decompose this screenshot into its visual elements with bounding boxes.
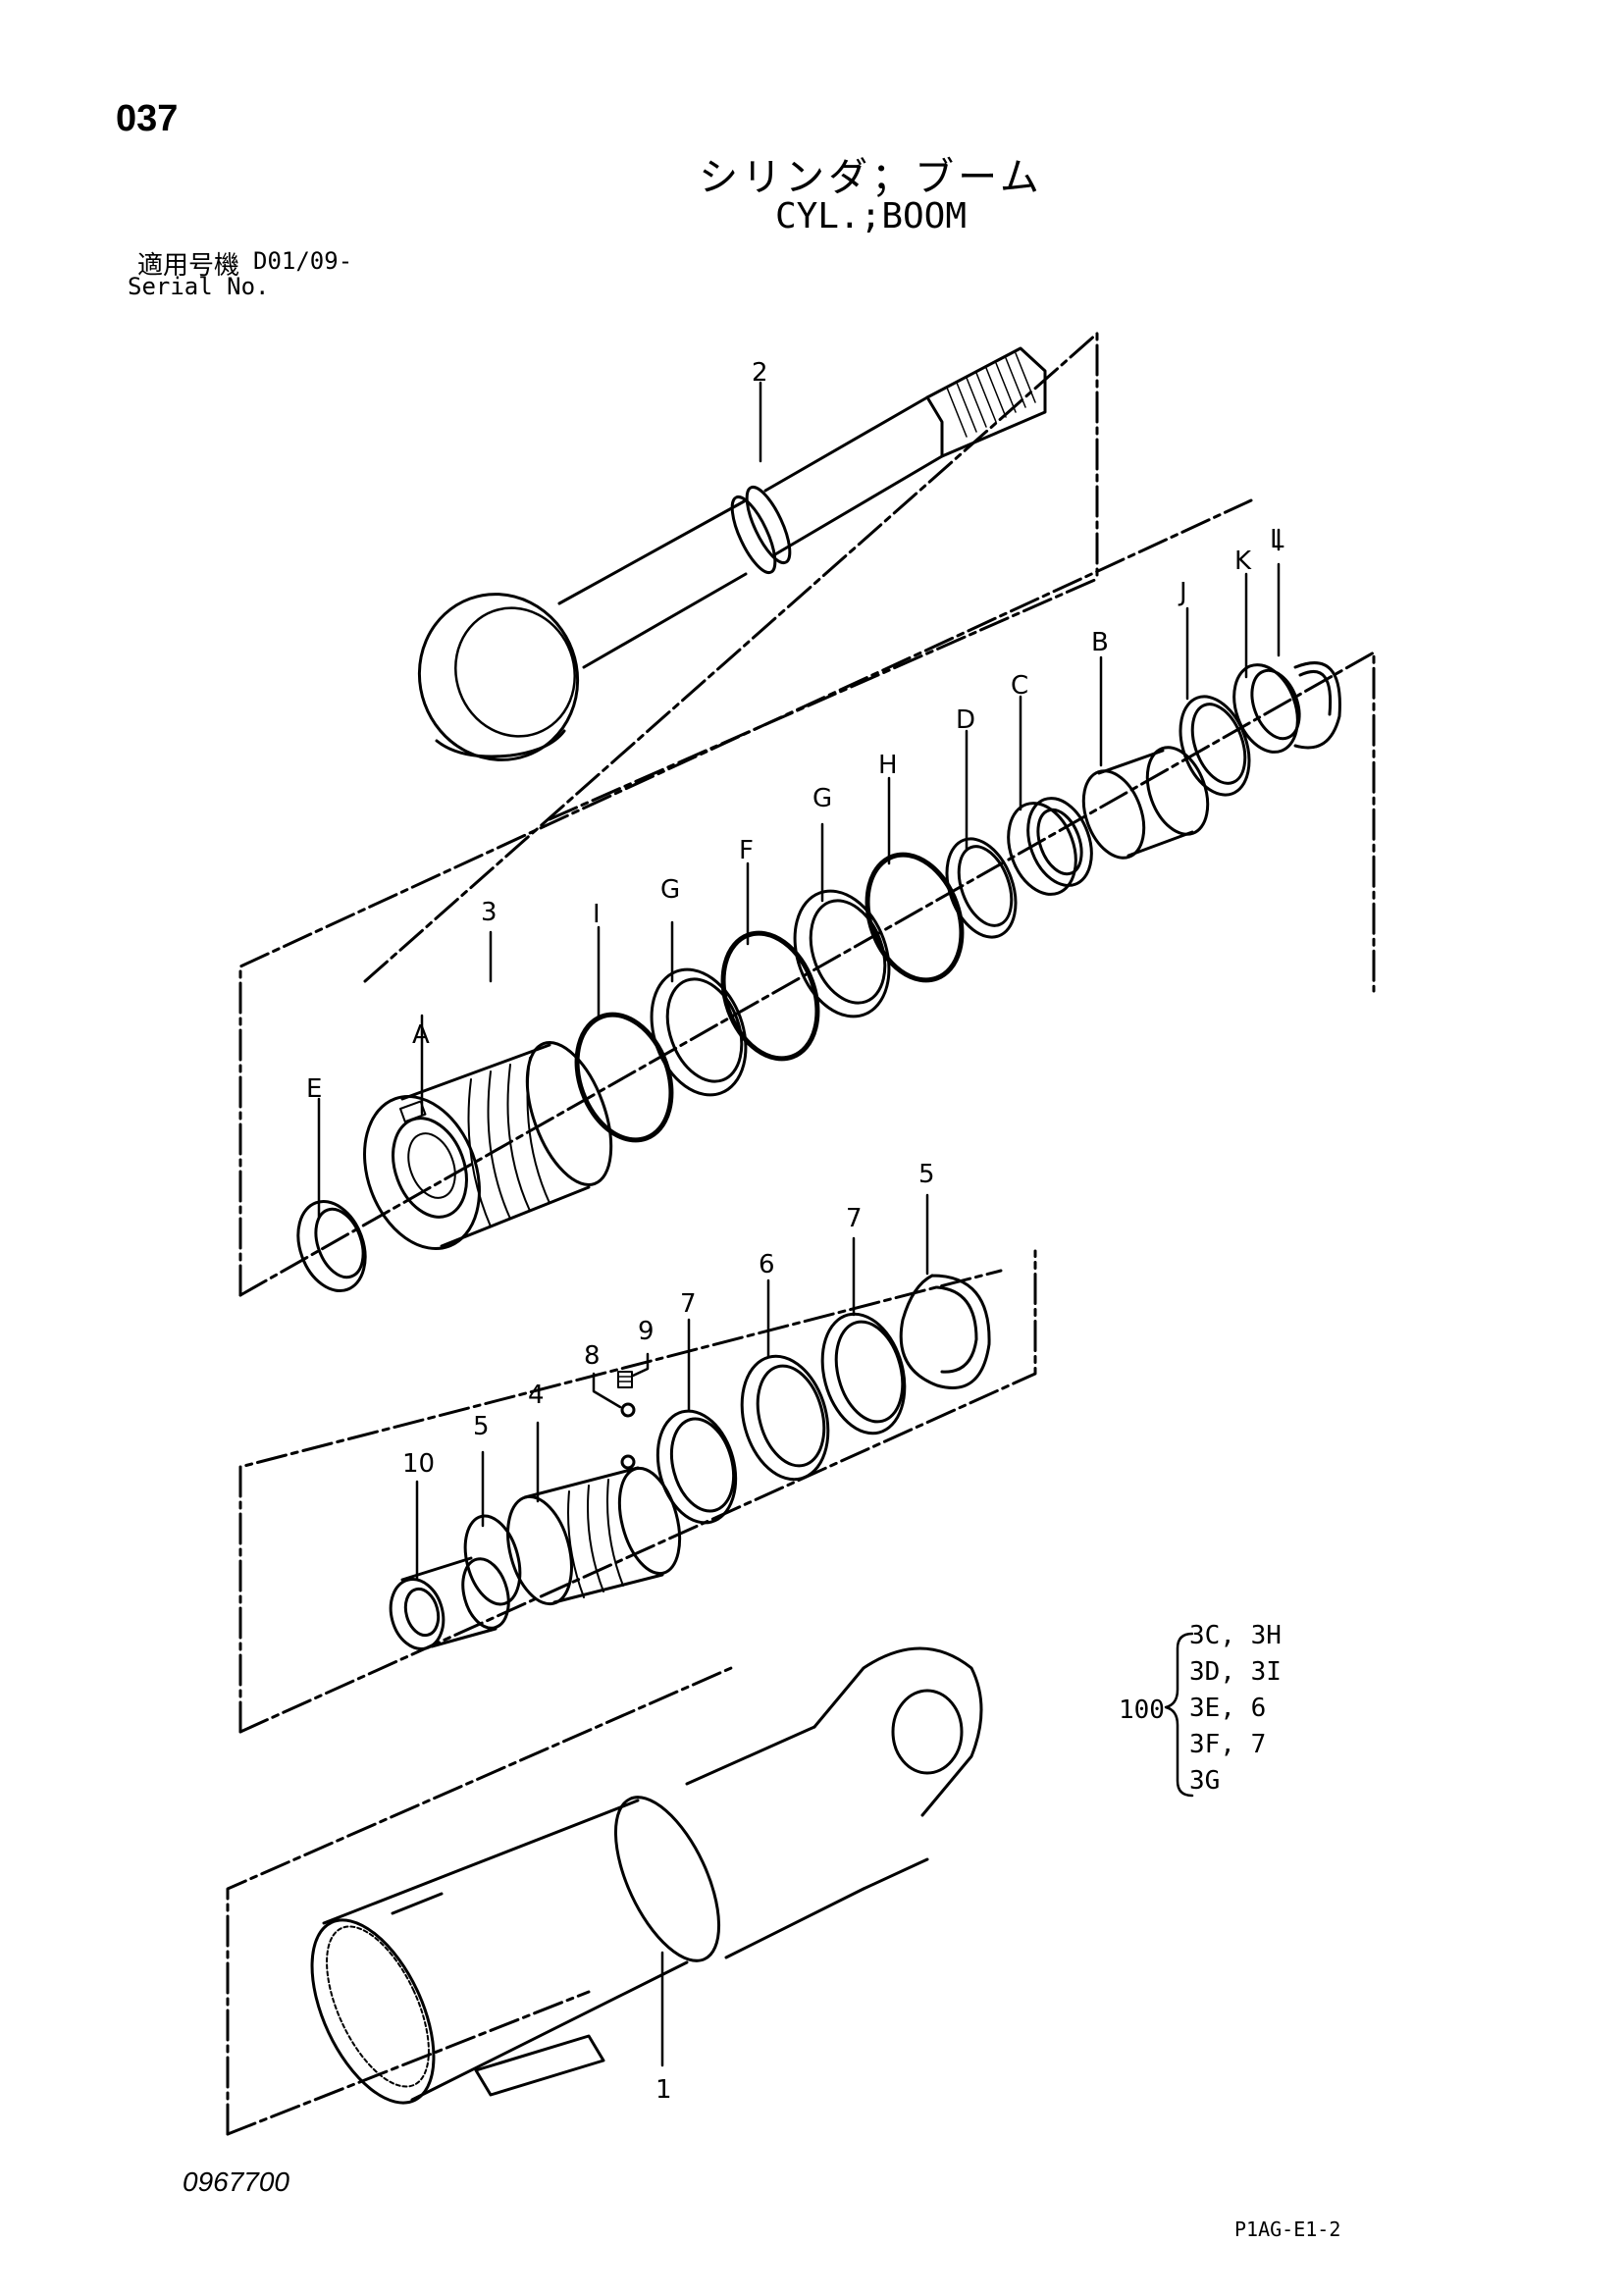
part-ring-3J: [1179, 695, 1251, 797]
leader-lines: [317, 381, 1281, 2067]
part-ring-3G-2: [793, 889, 891, 1018]
callout-B: B: [1091, 628, 1109, 657]
group-piston-frame: [238, 1249, 1037, 1734]
callout-5-upper: 5: [918, 1160, 935, 1189]
part-ball-8: [620, 1402, 636, 1418]
kit-line-1: 3C, 3H: [1189, 1621, 1282, 1650]
callout-2: 2: [752, 358, 768, 388]
callout-H: H: [878, 751, 898, 780]
serial-label-japanese: 適用号機: [137, 251, 240, 281]
kit-bracket: [1164, 1632, 1194, 1798]
part-nut-10: [389, 1556, 510, 1650]
part-seal-3E: [296, 1199, 367, 1293]
part-ring-3D: [945, 837, 1018, 939]
title-english: CYL.;BOOM: [774, 196, 968, 236]
callout-1: 1: [655, 2075, 672, 2105]
callout-6: 6: [759, 1250, 775, 1279]
part-setscrew-9: [617, 1371, 633, 1388]
page-number: 037: [116, 98, 179, 139]
callout-7-upper: 7: [846, 1204, 863, 1233]
part-oring-3H: [864, 852, 965, 983]
kit-line-4: 3F, 7: [1189, 1730, 1267, 1759]
callout-8: 8: [584, 1341, 601, 1371]
part-piston-rod: [417, 346, 1047, 761]
callout-9: 9: [638, 1317, 655, 1346]
callout-3: 3: [481, 898, 498, 927]
group-gland-frame: [238, 498, 1376, 1297]
part-seal-3C: [1007, 797, 1093, 896]
callout-labels: 2 3 A E I G F G H D C B J K L 10 5 4 8 9…: [306, 358, 1284, 2105]
page-code: P1AG-E1-2: [1234, 2218, 1341, 2241]
callout-J: J: [1178, 578, 1187, 607]
part-seal-3K: [1232, 663, 1301, 754]
callout-I: I: [593, 900, 601, 929]
callout-G-1: G: [660, 875, 680, 905]
drawing-number: 0967700: [183, 2166, 290, 2197]
serial-label-english: Serial No.: [128, 273, 270, 300]
kit-line-5: 3G: [1189, 1766, 1221, 1796]
kit-line-3: 3E, 6: [1189, 1694, 1267, 1723]
serial-value: D01/09-: [253, 247, 353, 275]
callout-L: L: [1270, 525, 1284, 554]
callout-10: 10: [402, 1449, 435, 1479]
part-gland-3A: [363, 1041, 613, 1250]
part-ring-5-upper: [899, 1274, 991, 1389]
part-snapring-3L: [1293, 661, 1341, 750]
group-rod-frame: [363, 332, 1099, 983]
callout-5-lower: 5: [473, 1412, 490, 1441]
part-piston-4: [506, 1454, 682, 1606]
callout-K: K: [1234, 547, 1252, 576]
title-japanese: シリンダ；ブーム: [699, 155, 1043, 200]
group-tube-frame: [226, 1666, 733, 2136]
callout-D: D: [956, 705, 975, 735]
part-cylinder-tube-1: [310, 1646, 983, 2105]
part-ring-3G-1: [650, 967, 748, 1097]
kit-line-2: 3D, 3I: [1189, 1657, 1282, 1687]
kit-number: 100: [1119, 1696, 1165, 1725]
part-ring-7-upper: [820, 1312, 907, 1435]
callout-7-lower: 7: [680, 1289, 697, 1319]
callout-G-2: G: [812, 784, 832, 813]
callout-A: A: [412, 1020, 430, 1050]
part-bushing-3B: [1081, 746, 1210, 860]
part-ring-7-lower: [655, 1409, 738, 1525]
callout-4: 4: [528, 1381, 545, 1410]
callout-F: F: [739, 836, 754, 865]
callout-E: E: [306, 1074, 322, 1104]
callout-C: C: [1011, 671, 1028, 701]
